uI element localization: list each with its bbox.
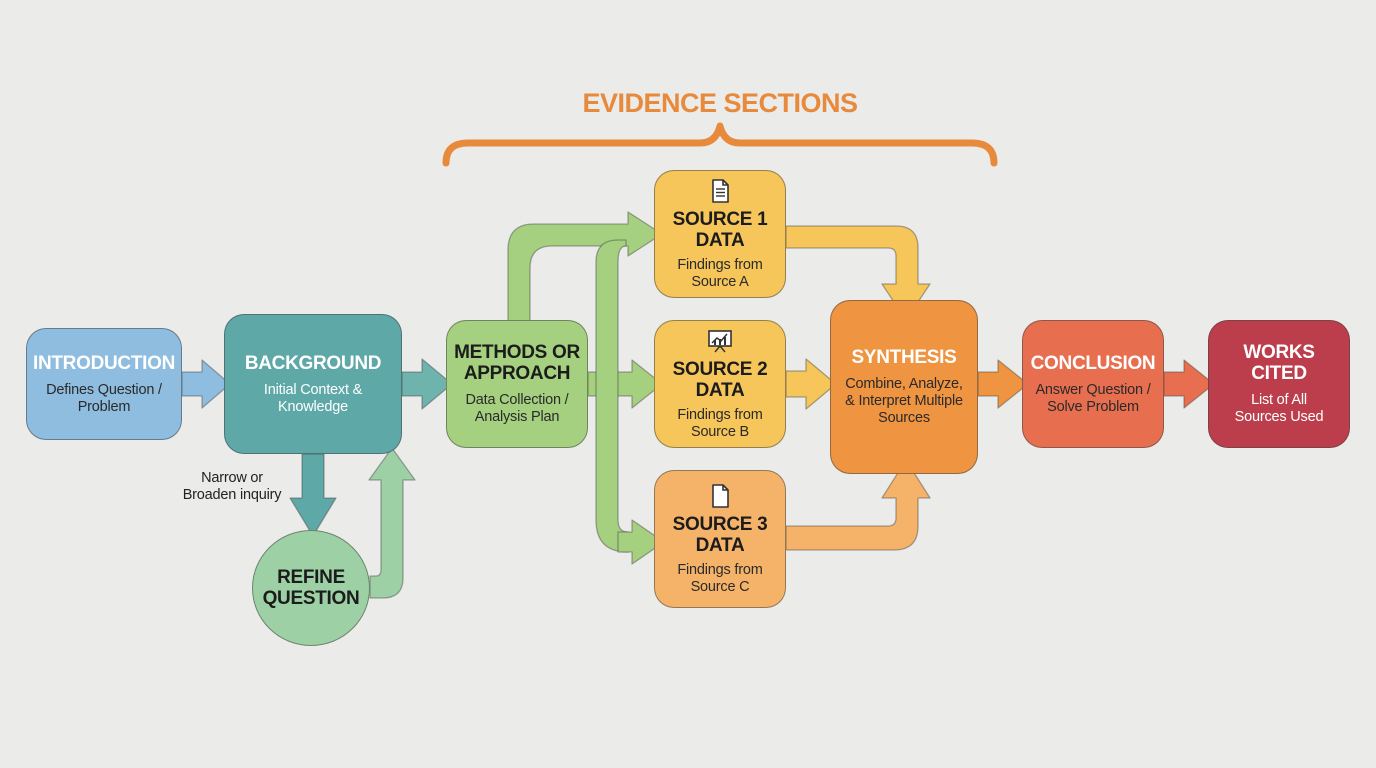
presentation-chart-icon [708, 329, 732, 352]
introduction-box: INTRODUCTION Defines Question / Problem [26, 328, 182, 440]
synthesis-title: SYNTHESIS [851, 347, 957, 368]
source3-box: SOURCE 3 DATA Findings from Source C [654, 470, 786, 608]
arrow-refine-background [368, 447, 416, 599]
introduction-title: INTRODUCTION [32, 352, 176, 374]
arrow-source2-synthesis [785, 358, 837, 410]
works-cited-desc: List of All Sources Used [1234, 392, 1324, 425]
methods-box: METHODS OR APPROACH Data Collection / An… [446, 320, 588, 448]
background-box: BACKGROUND Initial Context & Knowledge [224, 314, 402, 454]
source2-desc: Findings from Source B [677, 406, 763, 440]
background-desc: Initial Context & Knowledge [263, 381, 363, 415]
source1-desc: Findings from Source A [677, 256, 763, 290]
source1-box: SOURCE 1 DATA Findings from Source A [654, 170, 786, 298]
arrow-conclusion-works [1163, 359, 1215, 409]
conclusion-desc: Answer Question / Solve Problem [1035, 381, 1151, 415]
narrow-broaden-note: Narrow or Broaden inquiry [182, 470, 282, 503]
arrow-intro-background [181, 359, 231, 409]
source3-desc: Findings from Source C [677, 561, 763, 595]
introduction-desc: Defines Question / Problem [46, 381, 162, 415]
arrow-background-methods [401, 358, 453, 410]
source3-title: SOURCE 3 DATA [672, 513, 768, 556]
conclusion-box: CONCLUSION Answer Question / Solve Probl… [1022, 320, 1164, 448]
arrow-methods-source3 [617, 519, 665, 565]
works-cited-box: WORKS CITED List of All Sources Used [1208, 320, 1350, 448]
source2-box: SOURCE 2 DATA Findings from Source B [654, 320, 786, 448]
methods-desc: Data Collection / Analysis Plan [465, 392, 569, 425]
synthesis-box: SYNTHESIS Combine, Analyze, & Interpret … [830, 300, 978, 474]
arrow-methods-source1 [507, 211, 663, 323]
source1-title: SOURCE 1 DATA [672, 208, 768, 251]
arrow-background-refine [289, 453, 337, 537]
source2-title: SOURCE 2 DATA [672, 358, 768, 401]
blank-document-icon [712, 483, 729, 508]
arrow-source3-synthesis [785, 459, 931, 551]
evidence-sections-heading: EVIDENCE SECTIONS [582, 88, 858, 118]
background-title: BACKGROUND [244, 352, 382, 374]
document-icon [712, 178, 729, 203]
refine-question-circle: REFINE QUESTION [252, 530, 370, 646]
arrow-synthesis-conclusion [977, 359, 1029, 409]
evidence-bracket [442, 122, 998, 167]
synthesis-desc: Combine, Analyze, & Interpret Multiple S… [845, 376, 963, 426]
works-cited-title: WORKS CITED [1243, 342, 1315, 384]
methods-title: METHODS OR APPROACH [454, 342, 580, 384]
arrow-branch-vertical [595, 239, 629, 553]
refine-question-title: REFINE QUESTION [262, 567, 360, 609]
conclusion-title: CONCLUSION [1030, 352, 1156, 374]
